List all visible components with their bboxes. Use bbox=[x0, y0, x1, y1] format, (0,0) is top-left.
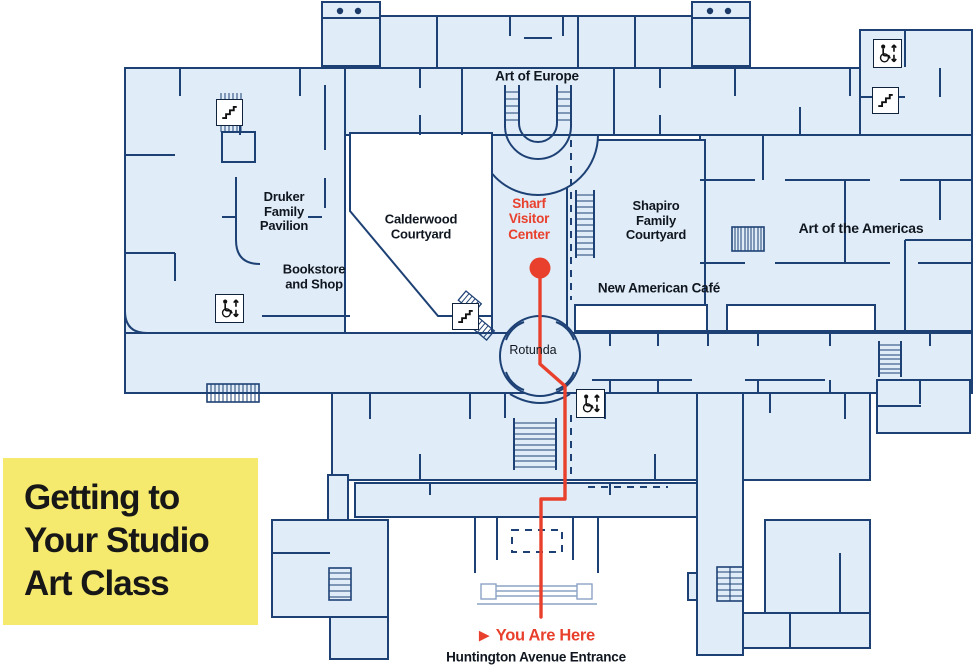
staircases bbox=[206, 85, 902, 602]
label-shapiro-family-courtyard: Shapiro Family Courtyard bbox=[625, 197, 687, 243]
tower-dots bbox=[336, 7, 732, 15]
label-art-of-the-americas: Art of the Americas bbox=[798, 220, 924, 237]
accessible-elevator-icon bbox=[576, 389, 605, 418]
stairs-icon bbox=[216, 99, 243, 126]
visitor-center-marker bbox=[529, 257, 551, 279]
huntington-entrance-label: Huntington Avenue Entrance bbox=[446, 649, 626, 665]
accessible-elevator-icon bbox=[873, 39, 902, 68]
label-druker-family-pavilion: Druker Family Pavilion bbox=[259, 188, 309, 234]
cafe-lightwell-left bbox=[574, 304, 708, 332]
you-are-here-arrow-icon: ▶ bbox=[479, 627, 489, 643]
title-line: Getting to bbox=[24, 478, 180, 517]
stairs-icon bbox=[872, 87, 899, 114]
title-line: Art Class bbox=[24, 564, 170, 604]
southwest-staircase bbox=[328, 567, 352, 601]
label-bookstore-and-shop: Bookstore and Shop bbox=[282, 261, 346, 291]
label-rotunda: Rotunda bbox=[509, 342, 557, 357]
title-card: Getting to Your Studio Art Class bbox=[3, 458, 258, 625]
title-line: Your Studio bbox=[24, 521, 210, 561]
west-staircase bbox=[206, 383, 260, 403]
dashed-walls bbox=[511, 140, 668, 553]
horseshoe-staircase bbox=[504, 85, 572, 160]
label-new-american-cafe: New American Café bbox=[597, 280, 721, 296]
label-calderwood-courtyard: Calderwood Courtyard bbox=[384, 211, 458, 241]
label-sharf-visitor-center: Sharf Visitor Center bbox=[508, 196, 550, 242]
label-art-of-europe: Art of Europe bbox=[495, 68, 579, 84]
cafe-lightwell-right bbox=[726, 304, 876, 332]
stairs-icon bbox=[452, 303, 479, 330]
accessible-elevator-icon bbox=[215, 294, 244, 323]
route bbox=[529, 257, 567, 619]
route-path bbox=[538, 275, 567, 619]
entrance-steps bbox=[477, 583, 597, 605]
you-are-here-label: ▶You Are Here bbox=[479, 626, 595, 645]
interior-walls bbox=[124, 16, 972, 648]
calderwood-courtyard-area bbox=[349, 132, 876, 332]
stair-shaft-ticks bbox=[220, 93, 242, 132]
